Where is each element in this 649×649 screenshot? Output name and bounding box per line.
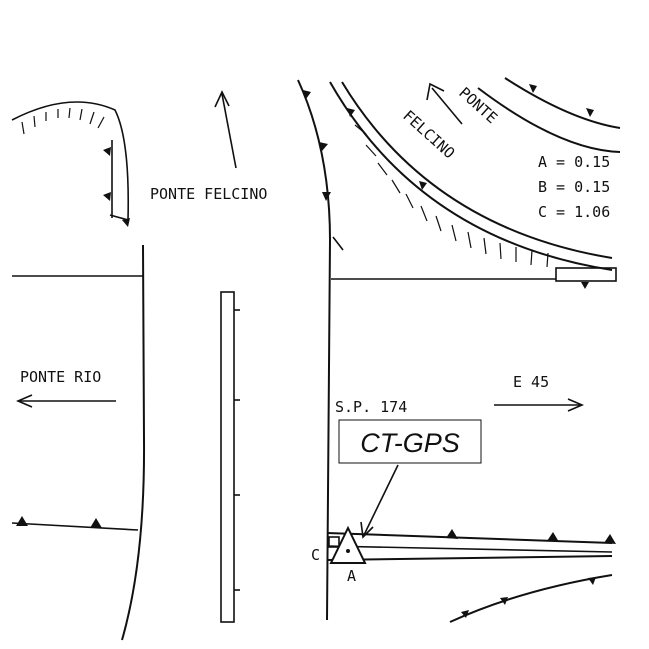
legend-a: A = 0.15	[538, 153, 610, 171]
ponte-rio-label: PONTE RIO	[20, 368, 101, 386]
sp174-label: S.P. 174	[335, 398, 407, 416]
top-right-hatch	[354, 124, 549, 268]
bottom-left-embankment	[11, 516, 139, 531]
legend-b: B = 0.15	[538, 178, 610, 196]
e45-arrow	[494, 398, 585, 412]
bottom-right-road	[326, 529, 616, 623]
top-left-embankment	[11, 101, 130, 227]
ponte-felcino-label: PONTE FELCINO	[150, 185, 267, 203]
ponte-rio-arrow	[15, 394, 116, 408]
legend: A = 0.15 B = 0.15 C = 1.06	[538, 153, 610, 221]
median	[220, 291, 235, 623]
triangle-benchmark-icon	[329, 525, 367, 564]
station-label-box	[338, 419, 482, 464]
ponte-curved-label: PONTE	[455, 84, 501, 128]
top-right-ramp	[329, 77, 621, 289]
top-left-hatch	[21, 107, 105, 135]
station-pointer	[360, 464, 399, 539]
main-road	[121, 79, 344, 641]
station-label: CT-GPS	[360, 428, 460, 458]
legend-c: C = 1.06	[538, 203, 610, 221]
felcino-curved-label: FELCINO	[399, 107, 458, 163]
e45-label: E 45	[513, 373, 549, 391]
point-a-label: A	[347, 567, 356, 585]
ponte-felcino-arrow	[214, 90, 237, 169]
point-c-label: C	[311, 546, 320, 564]
ramp-direction-arrow	[426, 82, 463, 125]
